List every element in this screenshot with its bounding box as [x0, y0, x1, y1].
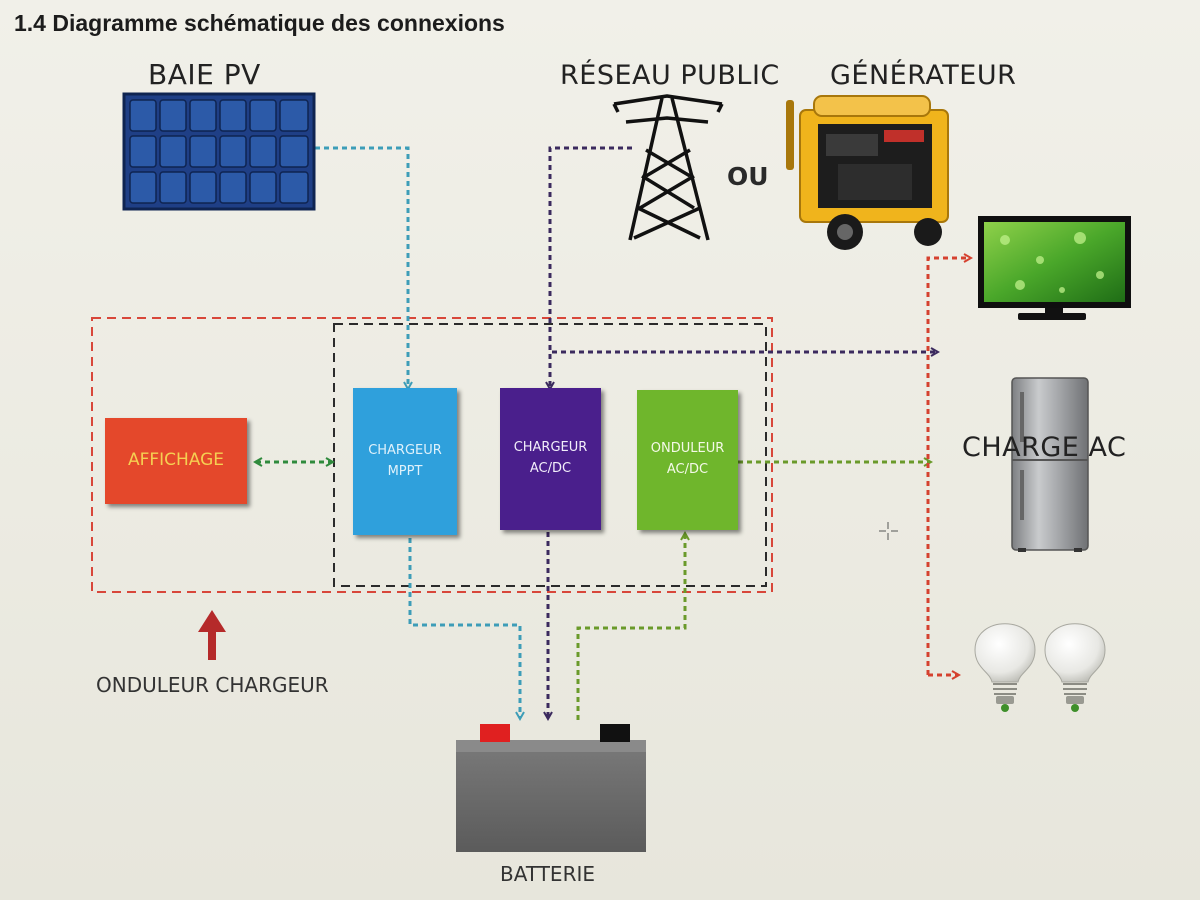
- mppt-charger-block: CHARGEUR MPPT: [353, 388, 457, 535]
- page-title: 1.4 Diagramme schématique des connexions: [14, 10, 505, 36]
- battery-icon: [456, 724, 646, 852]
- acdc-charger-line1: CHARGEUR: [513, 440, 588, 456]
- inverter-line1: ONDULEUR: [650, 441, 725, 457]
- solar-panel-icon: [122, 92, 316, 211]
- light-bulb-icon: [974, 623, 1106, 712]
- up-arrow-icon: [198, 610, 226, 660]
- display-label: AFFICHAGE: [127, 450, 225, 471]
- pv-to-mppt-line: [315, 146, 408, 388]
- generator-icon: [786, 95, 949, 250]
- inverter-charger-boundary: [91, 317, 773, 593]
- load-distribution-line: [926, 258, 970, 675]
- display-block: AFFICHAGE: [105, 418, 247, 504]
- acdc-charger-line2: AC/DC: [529, 461, 572, 476]
- acdc-charger-block: CHARGEUR AC/DC: [500, 388, 601, 530]
- refrigerator-icon: [1011, 377, 1089, 552]
- generator-label: GÉNÉRATEUR: [830, 60, 1017, 91]
- mppt-charger-line1: CHARGEUR: [368, 442, 442, 458]
- or-label: OU: [727, 162, 769, 191]
- inverter-charger-label: ONDULEUR CHARGEUR: [96, 673, 329, 697]
- battery-label: BATTERIE: [500, 862, 595, 886]
- battery-to-inverter-line: [576, 534, 685, 720]
- pv-array-label: BAIE PV: [148, 58, 261, 91]
- mppt-charger-line2: MPPT: [387, 463, 423, 479]
- charger-group-boundary: [333, 323, 767, 587]
- television-icon: [978, 216, 1131, 320]
- inverter-line2: AC/DC: [666, 462, 709, 477]
- ac-load-label: CHARGE AC: [962, 432, 1127, 463]
- inverter-block: ONDULEUR AC/DC: [637, 390, 738, 530]
- grid-label: RÉSEAU PUBLIC: [560, 60, 780, 91]
- cursor-crosshair-icon: [879, 522, 898, 540]
- transmission-tower-icon: [612, 94, 724, 241]
- grid-to-acdc-line: [550, 146, 632, 388]
- mppt-to-battery-line: [408, 538, 520, 718]
